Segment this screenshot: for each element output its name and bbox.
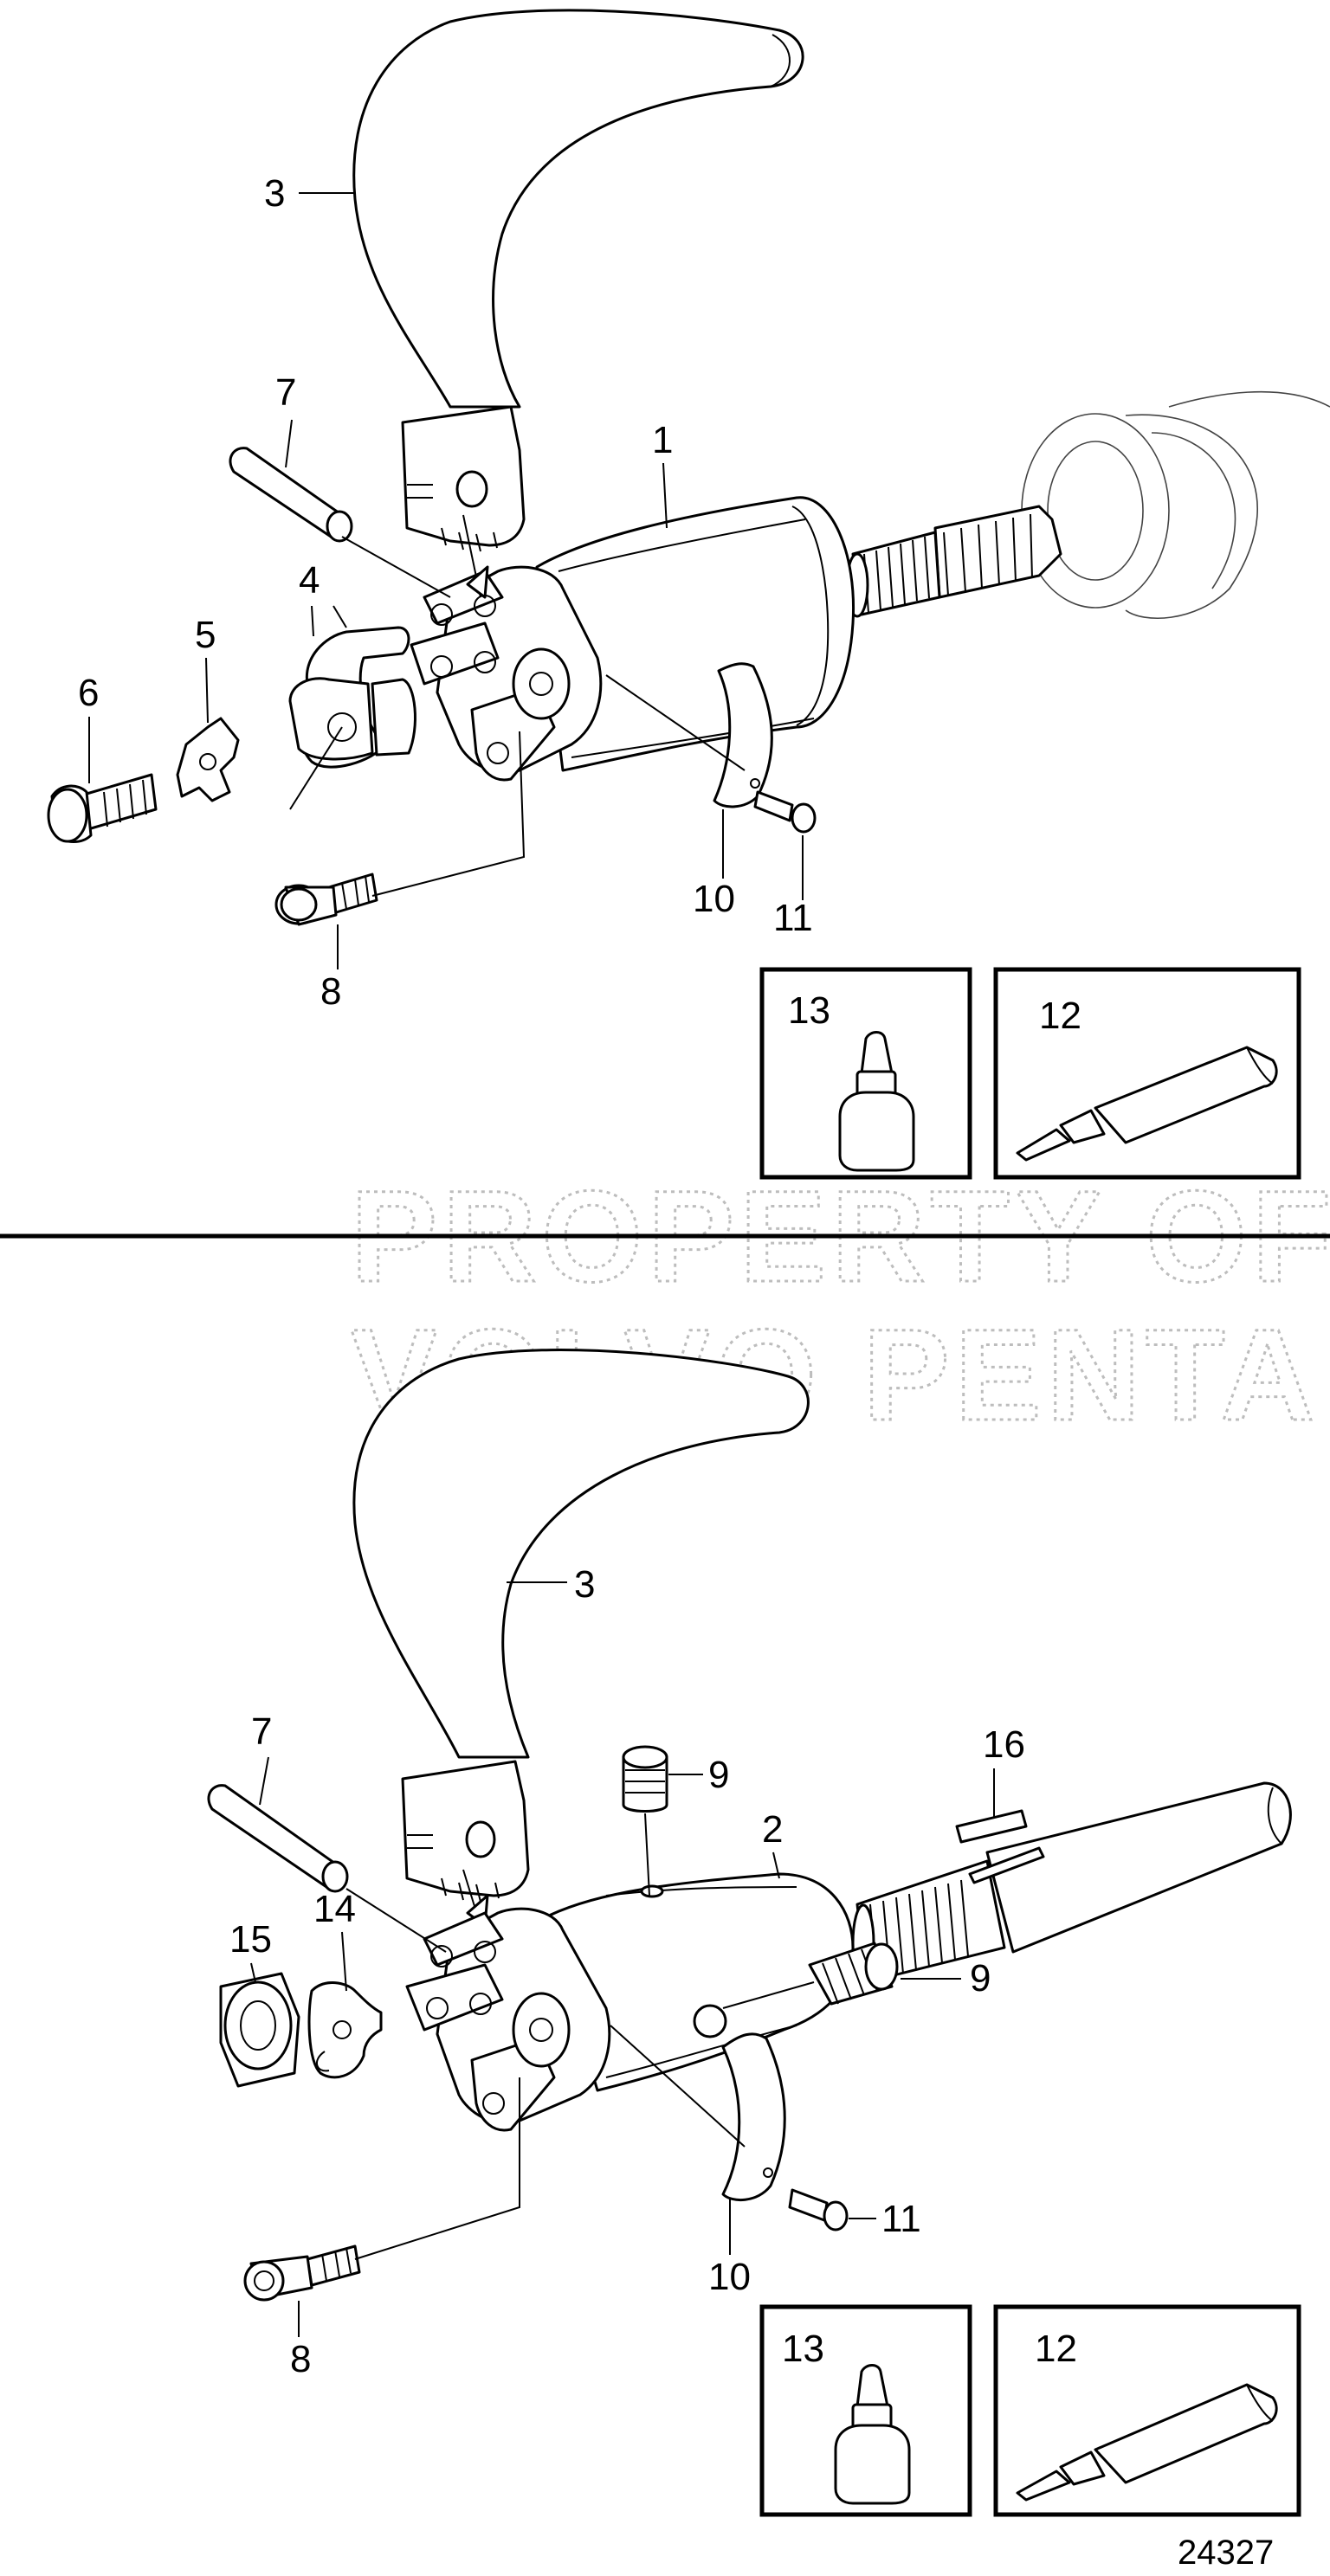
lock-screw-lower xyxy=(788,2188,849,2231)
callout-upper-6: 6 xyxy=(78,672,99,714)
set-screw-side xyxy=(808,1942,899,2006)
upper-grease-tube-box: 12 xyxy=(993,967,1301,1180)
callout-upper-8: 8 xyxy=(320,970,341,1013)
callout-lower-14: 14 xyxy=(313,1888,356,1930)
set-screw-top xyxy=(622,1745,668,1813)
hex-nut xyxy=(219,1972,300,2088)
callout-lower-15: 15 xyxy=(229,1918,272,1961)
callout-lower-12: 12 xyxy=(1035,2328,1077,2370)
cap-screw-lower xyxy=(243,2244,361,2302)
tab-washer xyxy=(176,717,240,802)
callout-lower-11: 11 xyxy=(881,2198,921,2240)
propeller-hub xyxy=(410,496,855,782)
propeller-blade-lower xyxy=(352,1349,810,1928)
propeller-blade xyxy=(352,9,804,552)
lower-grease-tube-box: 12 xyxy=(993,2304,1301,2517)
propeller-shaft-lower xyxy=(851,1781,1292,1984)
cap-screw xyxy=(274,873,378,926)
callout-lower-9b: 9 xyxy=(970,1957,991,2000)
pin-lower xyxy=(207,1784,349,1893)
callout-upper-3: 3 xyxy=(264,172,285,215)
callout-upper-4: 4 xyxy=(299,559,320,602)
hub-nut xyxy=(288,626,416,769)
hub-bolt xyxy=(47,773,158,843)
upper-callouts: 3 7 1 4 5 6 10 11 8 xyxy=(78,172,813,1013)
lower-view xyxy=(207,1349,1292,2302)
lower-callouts: 3 7 9 2 16 15 14 9 11 10 8 xyxy=(229,1563,1025,2380)
figure-number: 24327 xyxy=(1178,2534,1274,2572)
callout-lower-3: 3 xyxy=(574,1563,595,1606)
lower-thread-locker-box: 13 xyxy=(759,2304,972,2517)
callout-lower-13: 13 xyxy=(782,2328,824,2370)
callout-lower-16: 16 xyxy=(983,1723,1025,1766)
callout-upper-13: 13 xyxy=(788,989,830,1032)
lock-plate-lower xyxy=(721,2032,786,2202)
callout-upper-1: 1 xyxy=(652,419,673,461)
callout-lower-9a: 9 xyxy=(708,1754,729,1796)
upper-thread-locker-box: 13 xyxy=(759,967,972,1180)
callout-upper-12: 12 xyxy=(1039,995,1081,1037)
shaft-key xyxy=(955,1809,1028,1844)
drive-shaft-housing-outline xyxy=(1021,390,1330,619)
callout-lower-2: 2 xyxy=(762,1808,783,1851)
callout-upper-7: 7 xyxy=(275,371,296,414)
propeller-shaft xyxy=(845,505,1062,618)
pin xyxy=(229,447,353,543)
callout-upper-10: 10 xyxy=(693,878,735,920)
upper-view xyxy=(47,9,1330,926)
lock-washer xyxy=(307,1981,383,2079)
callout-lower-8: 8 xyxy=(290,2338,311,2380)
callout-upper-11: 11 xyxy=(773,897,813,939)
lock-screw xyxy=(753,790,817,834)
callout-lower-10: 10 xyxy=(708,2256,751,2298)
callout-upper-5: 5 xyxy=(195,614,216,656)
callout-lower-7: 7 xyxy=(251,1710,272,1753)
